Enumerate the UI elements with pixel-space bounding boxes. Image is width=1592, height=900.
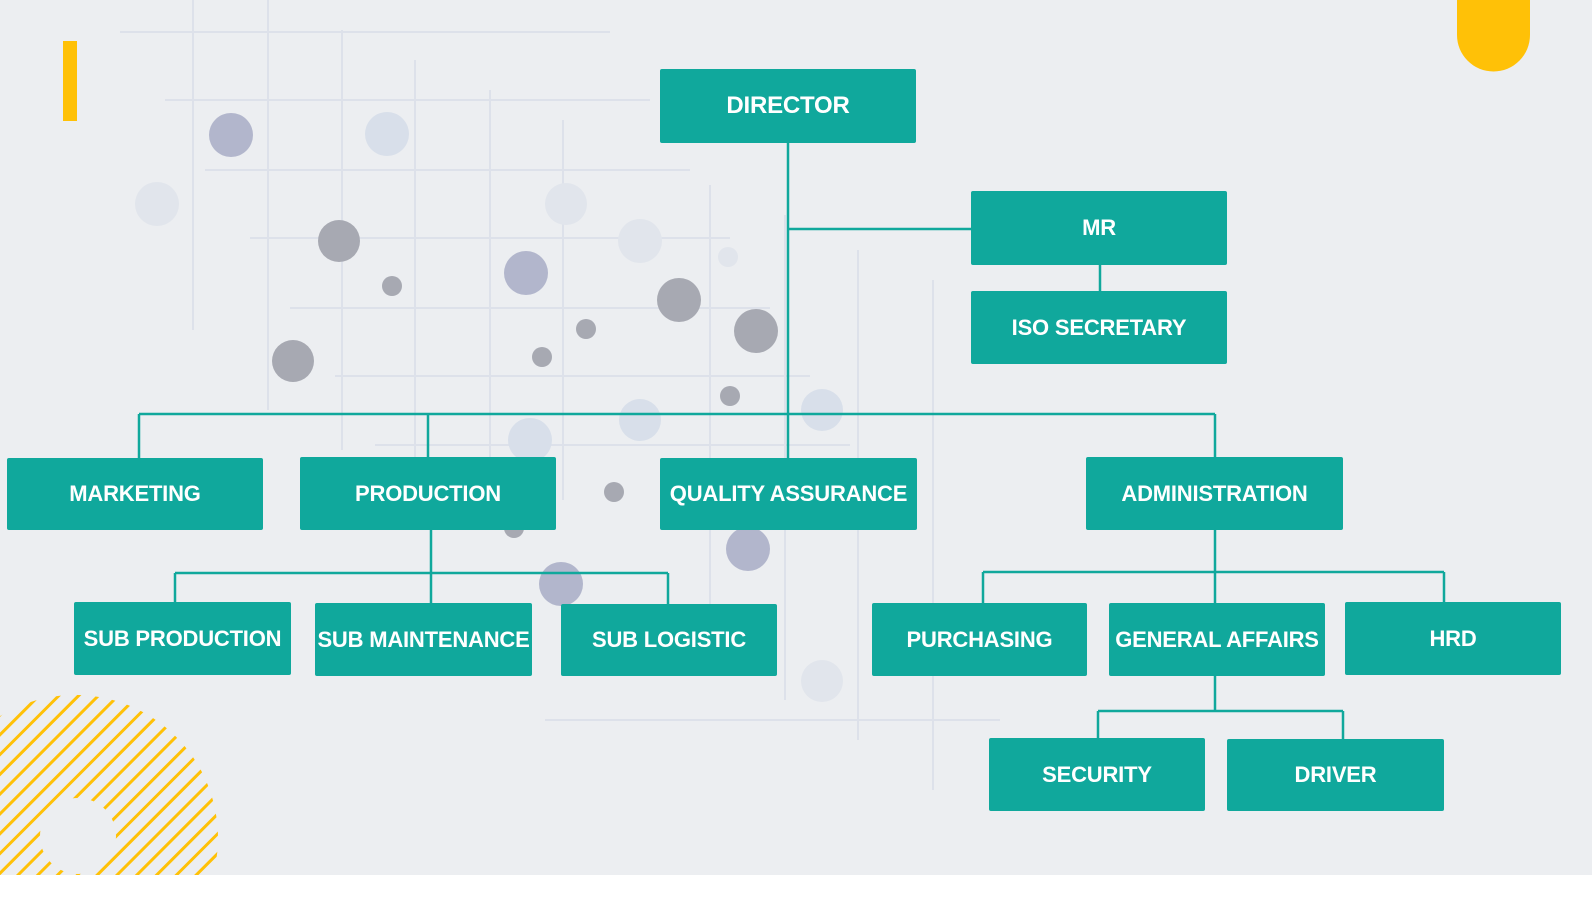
yellow-bar-decoration xyxy=(63,41,77,121)
node-general-affairs: GENERAL AFFAIRS xyxy=(1109,603,1325,676)
node-security: SECURITY xyxy=(989,738,1205,811)
node-production: PRODUCTION xyxy=(300,457,556,530)
node-sub-production: SUB PRODUCTION xyxy=(74,602,291,675)
node-mr: MR xyxy=(971,191,1227,265)
node-administration: ADMINISTRATION xyxy=(1086,457,1343,530)
node-sub-maintenance: SUB MAINTENANCE xyxy=(315,603,532,676)
node-marketing: MARKETING xyxy=(7,458,263,530)
hatched-circle-decoration xyxy=(0,694,218,875)
yellow-tab-decoration xyxy=(1457,0,1530,72)
node-driver: DRIVER xyxy=(1227,739,1444,811)
node-hrd: HRD xyxy=(1345,602,1561,675)
dots-decoration xyxy=(135,112,843,702)
node-director: DIRECTOR xyxy=(660,69,916,143)
node-sub-logistic: SUB LOGISTIC xyxy=(561,604,777,676)
connector-lines xyxy=(137,143,1446,739)
node-quality-assurance: QUALITY ASSURANCE xyxy=(660,458,917,530)
node-iso-secretary: ISO SECRETARY xyxy=(971,291,1227,364)
footer-strip xyxy=(0,875,1592,900)
node-purchasing: PURCHASING xyxy=(872,603,1087,676)
